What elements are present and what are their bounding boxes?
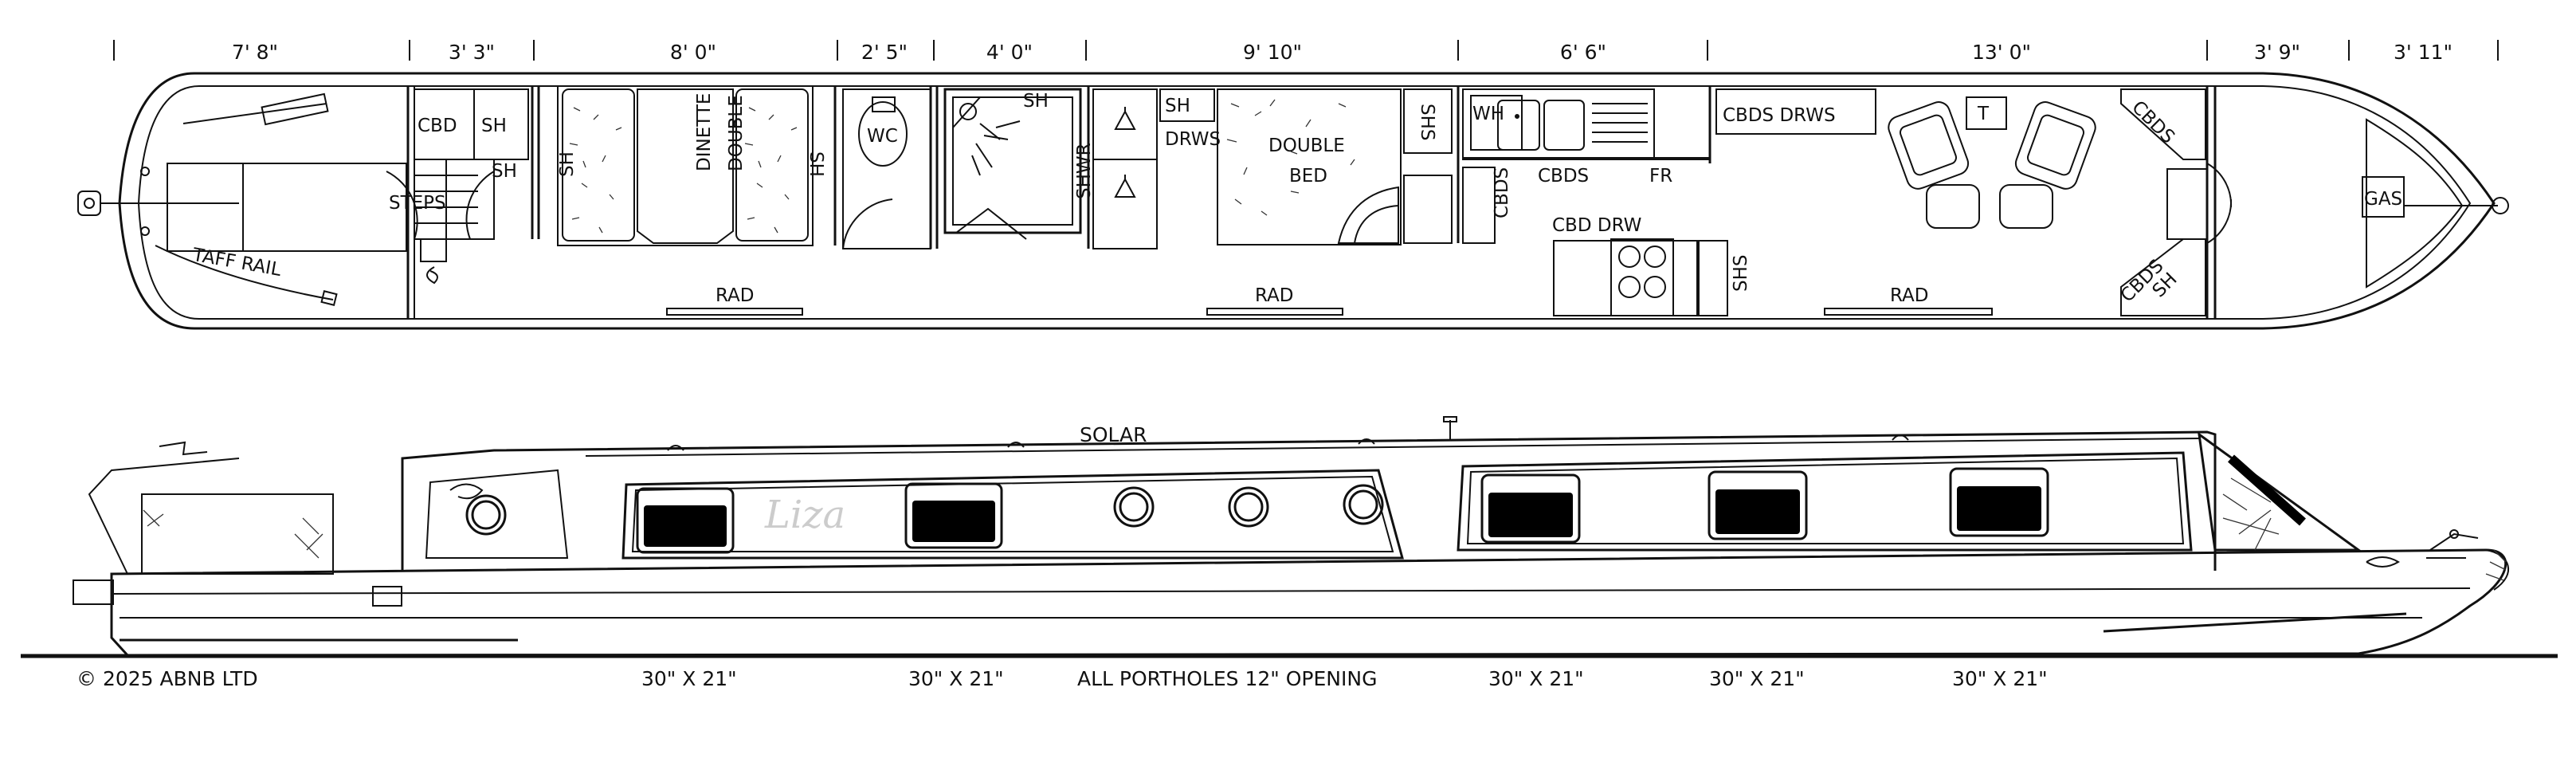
plan-label: CBDS DRWS: [1723, 105, 1836, 126]
window-size-label: 30" X 21": [1488, 667, 1584, 690]
solar-label: SOLAR: [1080, 423, 1147, 446]
window-size-label: 30" X 21": [1709, 667, 1805, 690]
window-icon: [636, 487, 735, 554]
plan-label: STEPS: [389, 193, 446, 214]
dimension-label: 3' 3": [449, 41, 495, 64]
plan-label: GAS: [2364, 189, 2402, 210]
porthole-icon: [1113, 486, 1155, 528]
armchair-icon: [1888, 101, 1970, 190]
plan-label: SH: [492, 161, 517, 182]
plan-label: CBDS: [1492, 167, 1512, 218]
plan-label: CBD: [418, 116, 457, 136]
window-icon: [1949, 467, 2049, 537]
plan-label: SH: [481, 116, 507, 136]
plan-label: RAD: [1890, 285, 1929, 306]
window-size-label: 30" X 21": [1952, 667, 2048, 690]
window-icon: [1708, 470, 1808, 540]
plan-label: DINETTE: [694, 93, 715, 171]
plan-hull-outline: [118, 72, 2496, 330]
porthole-icon: [1343, 484, 1384, 525]
plan-label: SH: [1023, 91, 1049, 112]
window-size-label: 30" X 21": [908, 667, 1004, 690]
boat-name: Liza: [764, 493, 845, 537]
copyright-label: © 2025 ABNB LTD: [76, 667, 258, 690]
dimension-label: 9' 10": [1243, 41, 1302, 64]
plan-label: RAD: [716, 285, 755, 306]
plan-label: CBDS: [1538, 166, 1589, 187]
dimension-label: 3' 11": [2394, 41, 2452, 64]
plan-label: BED: [1289, 166, 1327, 187]
plan-label: WC: [867, 126, 898, 147]
captions: © 2025 ABNB LTD 30" X 21" 30" X 21" ALL …: [76, 667, 2048, 690]
dimension-label: 7' 8": [232, 41, 278, 64]
plan-label: WH: [1472, 104, 1504, 124]
plan-label: SHS: [1731, 255, 1751, 293]
plan-view: TAFF RAIL CBD SH STEPS SH SH: [77, 72, 2509, 330]
plan-label: CBD DRW: [1552, 215, 1641, 236]
portholes-label: ALL PORTHOLES 12" OPENING: [1077, 667, 1377, 690]
dimension-label: 8' 0": [670, 41, 716, 64]
porthole-icon: [1228, 486, 1269, 528]
window-icon: [1480, 473, 1581, 544]
window-size-label: 30" X 21": [641, 667, 737, 690]
plan-label: SH: [806, 151, 826, 177]
dimension-label: 6' 6": [1560, 41, 1606, 64]
plan-label: FR: [1649, 166, 1672, 187]
plan-label: CBDS: [2127, 97, 2178, 148]
dimension-label: 13' 0": [1972, 41, 2031, 64]
plan-label: TAFF RAIL: [190, 245, 283, 281]
plan-label: SH: [557, 151, 578, 177]
dimension-label: 2' 5": [861, 41, 908, 64]
plan-label: SH: [1165, 96, 1190, 116]
side-elevation: SOLAR Liza: [21, 416, 2558, 658]
dimension-label: 3' 9": [2254, 41, 2300, 64]
dimension-label: 4' 0": [986, 41, 1033, 64]
plan-label: T: [1977, 104, 1990, 124]
plan-label: SHWR: [1074, 143, 1095, 199]
plan-label: DOUBLE: [726, 95, 747, 171]
plan-label: DRWS: [1165, 129, 1221, 150]
armchair-icon: [2014, 101, 2096, 190]
cabin-roof: [401, 430, 2217, 571]
window-icon: [904, 482, 1003, 549]
dimension-bar: 7' 8" 3' 3" 8' 0" 2' 5" 4' 0" 9' 10" 6' …: [113, 40, 2499, 64]
plan-label: RAD: [1255, 285, 1294, 306]
plan-label: SHS: [1417, 104, 1437, 141]
plan-label: DOUBLE: [1268, 136, 1345, 156]
